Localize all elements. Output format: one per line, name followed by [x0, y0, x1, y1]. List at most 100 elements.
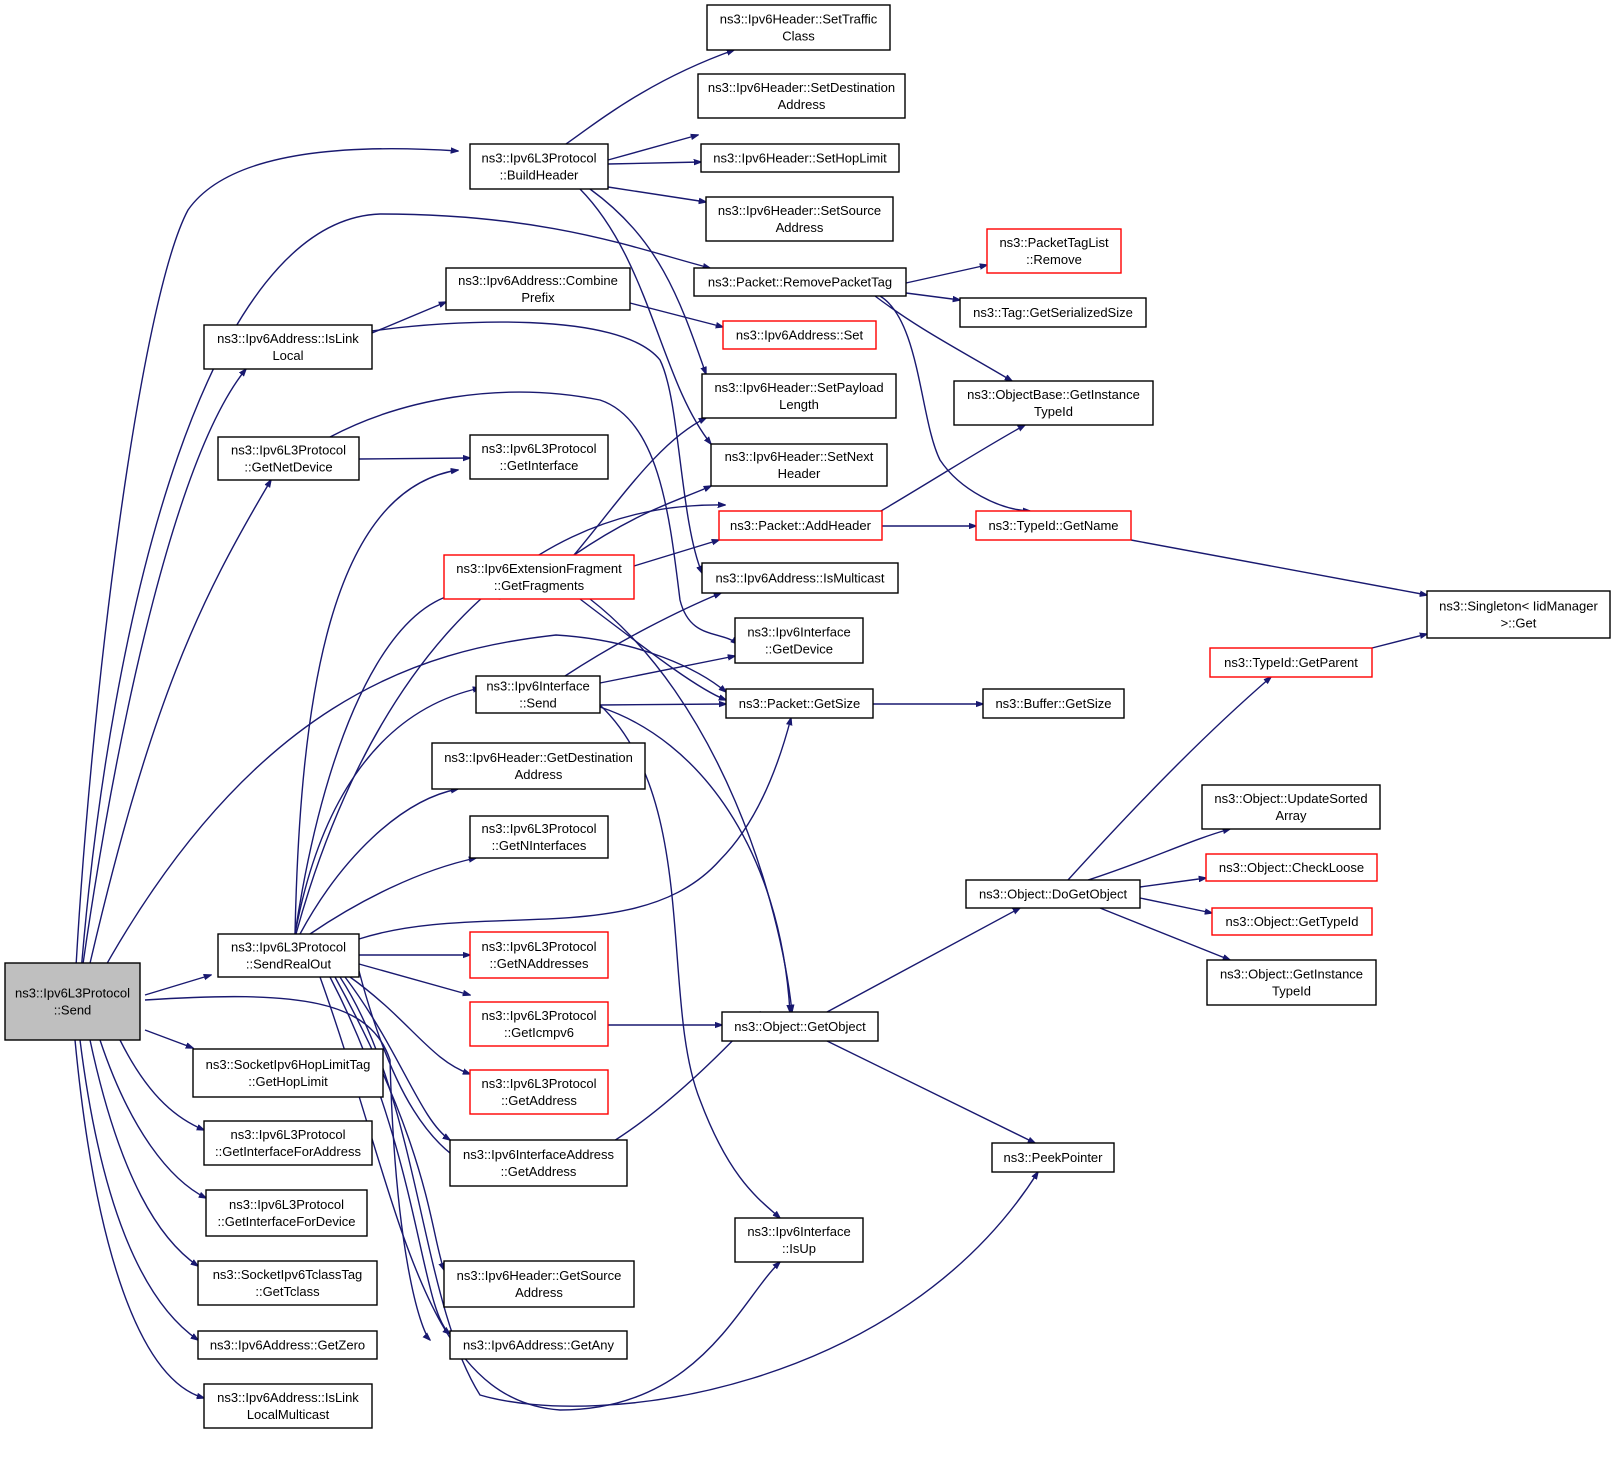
node-label: ns3::Ipv6Address::GetZero — [210, 1338, 365, 1353]
node-sethop[interactable]: ns3::Ipv6Header::SetHopLimit — [700, 143, 900, 173]
node-label: TypeId — [1034, 404, 1073, 419]
node-geticmpv6[interactable]: ns3::Ipv6L3Protocol::GetIcmpv6 — [469, 1001, 609, 1047]
node-getfragments[interactable]: ns3::Ipv6ExtensionFragment::GetFragments — [443, 554, 635, 600]
node-box — [469, 434, 609, 480]
node-checkloose[interactable]: ns3::Object::CheckLoose — [1205, 853, 1378, 882]
node-box — [734, 1217, 864, 1263]
node-box — [1211, 907, 1373, 936]
call-edge — [144, 975, 211, 996]
node-label: ns3::SocketIpv6TclassTag — [213, 1267, 363, 1282]
node-box — [443, 1260, 635, 1308]
node-label: Prefix — [521, 290, 555, 305]
node-getnetdevice[interactable]: ns3::Ipv6L3Protocol::GetNetDevice — [217, 436, 360, 481]
node-label: ns3::Ipv6Interface — [747, 1224, 850, 1239]
node-label: ::GetFragments — [494, 578, 585, 593]
node-box — [205, 1189, 368, 1237]
node-dogetobject[interactable]: ns3::Object::DoGetObject — [965, 879, 1141, 909]
node-addheader[interactable]: ns3::Packet::AddHeader — [718, 510, 883, 541]
node-label: ns3::Ipv6L3Protocol — [231, 940, 346, 955]
node-box — [700, 143, 900, 173]
call-edge — [607, 135, 698, 161]
call-edge — [334, 976, 444, 1270]
node-getinterface[interactable]: ns3::Ipv6L3Protocol::GetInterface — [469, 434, 609, 480]
call-edge — [358, 718, 791, 940]
node-label: ns3::TypeId::GetName — [988, 518, 1118, 533]
call-edge — [371, 321, 702, 573]
node-label: ::GetNetDevice — [244, 460, 332, 475]
call-edge — [599, 656, 735, 684]
node-ifgetdevice[interactable]: ns3::Ipv6Interface::GetDevice — [734, 617, 864, 664]
node-getiffordev[interactable]: ns3::Ipv6L3Protocol::GetInterfaceForDevi… — [205, 1189, 368, 1237]
node-sendrealout[interactable]: ns3::Ipv6L3Protocol::SendRealOut — [217, 933, 360, 978]
node-box — [718, 510, 883, 541]
node-bufsize[interactable]: ns3::Buffer::GetSize — [982, 688, 1125, 719]
node-ifaddrgetaddr[interactable]: ns3::Ipv6InterfaceAddress::GetAddress — [449, 1139, 628, 1187]
node-getany[interactable]: ns3::Ipv6Address::GetAny — [449, 1330, 628, 1360]
call-edge — [1139, 897, 1212, 913]
call-edge — [607, 186, 706, 202]
node-box — [734, 617, 864, 664]
node-label: ns3::Ipv6Interface — [486, 679, 589, 694]
node-box — [1426, 590, 1611, 639]
node-box — [449, 1330, 628, 1360]
node-gettypeid[interactable]: ns3::Object::GetTypeId — [1211, 907, 1373, 936]
node-getnaddresses[interactable]: ns3::Ipv6L3Protocol::GetNAddresses — [469, 931, 609, 979]
node-buildheader[interactable]: ns3::Ipv6L3Protocol::BuildHeader — [469, 143, 609, 190]
node-pktsize[interactable]: ns3::Packet::GetSize — [725, 688, 874, 719]
node-singleton[interactable]: ns3::Singleton< IidManager>::Get — [1426, 590, 1611, 639]
call-edge — [74, 1039, 204, 1398]
node-tagserial[interactable]: ns3::Tag::GetSerializedSize — [959, 297, 1147, 328]
node-pkttagremove[interactable]: ns3::PacketTagList::Remove — [986, 228, 1122, 274]
call-edge — [344, 976, 450, 1140]
node-getparent[interactable]: ns3::TypeId::GetParent — [1209, 647, 1373, 678]
node-label: Length — [779, 397, 819, 412]
node-peekpointer[interactable]: ns3::PeekPointer — [991, 1142, 1115, 1173]
node-label: ns3::Ipv6Header::SetTraffic — [720, 12, 878, 27]
node-box — [197, 1260, 378, 1306]
node-label: TypeId — [1272, 984, 1311, 999]
node-label: ::GetNInterfaces — [492, 838, 587, 853]
node-addrset[interactable]: ns3::Ipv6Address::Set — [722, 320, 877, 350]
node-label: ::GetIcmpv6 — [504, 1025, 574, 1040]
node-gethoplimit[interactable]: ns3::SocketIpv6HopLimitTag::GetHopLimit — [192, 1048, 384, 1098]
node-ifisup[interactable]: ns3::Ipv6Interface::IsUp — [734, 1217, 864, 1263]
node-label: ns3::Buffer::GetSize — [995, 696, 1111, 711]
node-label: ns3::Object::GetObject — [734, 1019, 866, 1034]
call-edge — [339, 976, 1038, 1407]
node-label: Class — [782, 29, 815, 44]
node-label: ns3::Object::GetInstance — [1220, 967, 1363, 982]
node-label: ns3::Object::DoGetObject — [979, 887, 1128, 902]
node-label: ::Send — [54, 1003, 92, 1018]
node-box — [217, 436, 360, 481]
node-label: ns3::Tag::GetSerializedSize — [973, 305, 1133, 320]
node-box — [469, 815, 609, 859]
node-gettclass[interactable]: ns3::SocketIpv6TclassTag::GetTclass — [197, 1260, 378, 1306]
node-label: ns3::Ipv6L3Protocol — [482, 1008, 597, 1023]
node-typeidname[interactable]: ns3::TypeId::GetName — [975, 510, 1132, 541]
node-getninterfaces[interactable]: ns3::Ipv6L3Protocol::GetNInterfaces — [469, 815, 609, 859]
node-getobject[interactable]: ns3::Object::GetObject — [721, 1011, 879, 1042]
call-edge — [358, 963, 470, 995]
node-getzero[interactable]: ns3::Ipv6Address::GetZero — [197, 1330, 378, 1360]
node-removetag[interactable]: ns3::Packet::RemovePacketTag — [693, 267, 907, 297]
node-send[interactable]: ns3::Ipv6L3Protocol::Send — [4, 962, 141, 1041]
node-ifsend[interactable]: ns3::Ipv6Interface::Send — [475, 675, 601, 714]
node-label: ::SendRealOut — [246, 957, 332, 972]
node-ismulticast[interactable]: ns3::Ipv6Address::IsMulticast — [701, 562, 899, 594]
node-getifforaddr[interactable]: ns3::Ipv6L3Protocol::GetInterfaceForAddr… — [203, 1120, 373, 1166]
node-label: ns3::Ipv6InterfaceAddress — [463, 1147, 615, 1162]
node-l3getaddress[interactable]: ns3::Ipv6L3Protocol::GetAddress — [469, 1069, 609, 1115]
